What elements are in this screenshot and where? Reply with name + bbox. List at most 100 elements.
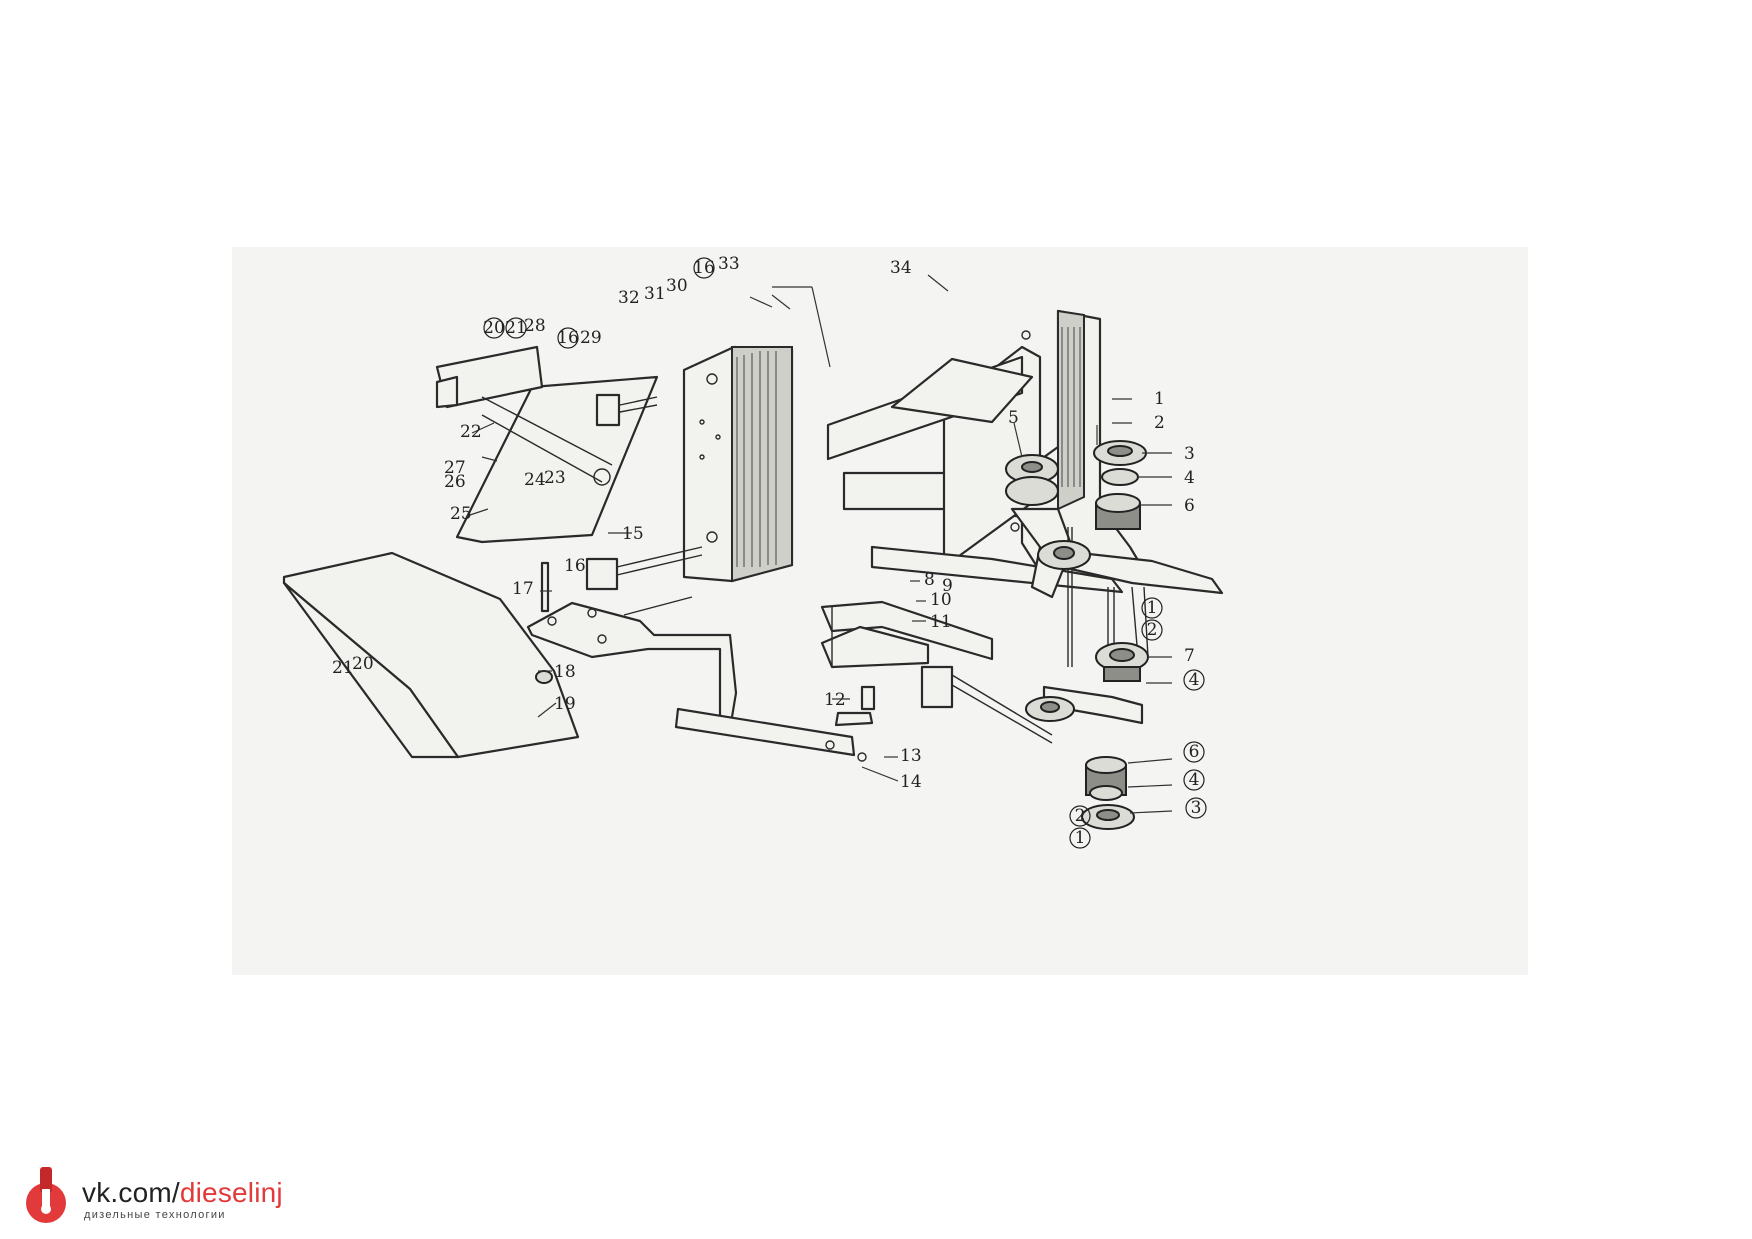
callout-c23: 23 (544, 468, 566, 488)
callout-c31: 31 (644, 284, 666, 304)
callout-label: 17 (512, 579, 534, 599)
callout-label: 12 (824, 690, 846, 710)
callout-label: 16 (693, 258, 715, 278)
callout-label: 22 (460, 422, 482, 442)
callout-c26: 26 (444, 472, 466, 492)
callout-c18: 18 (554, 662, 576, 682)
injector-logo-icon (26, 1167, 66, 1223)
callout-ring (1185, 797, 1207, 819)
callout-c16b: 16 (693, 257, 715, 279)
pedal-part (282, 551, 580, 759)
callout-label: 4 (1189, 770, 1200, 790)
callout-label: 21 (505, 318, 527, 338)
callout-c21b: 21 (505, 317, 527, 339)
callout-ring (1069, 805, 1091, 827)
callout-label: 1 (1154, 389, 1165, 409)
callout-label: 33 (718, 254, 740, 274)
callout-label: 28 (524, 316, 546, 336)
brand-url: vk.com/dieselinj (82, 1177, 283, 1209)
callout-label: 25 (450, 504, 472, 524)
callout-c1b: 1 (1141, 597, 1163, 619)
callout-label: 32 (618, 288, 640, 308)
callout-c20b: 20 (483, 317, 505, 339)
callout-label: 29 (580, 328, 602, 348)
callout-label: 26 (444, 472, 466, 492)
callout-label: 30 (666, 276, 688, 296)
callout-c7: 7 (1184, 646, 1195, 666)
callout-label: 14 (900, 772, 922, 792)
callout-label: 19 (554, 694, 576, 714)
callout-c20: 20 (352, 654, 374, 674)
callout-label: 9 (942, 576, 953, 596)
callout-c34: 34 (890, 258, 912, 278)
callout-ring (693, 257, 715, 279)
callout-ring (1141, 597, 1163, 619)
callout-ring (557, 327, 579, 349)
callout-c1: 1 (1154, 389, 1165, 409)
callout-label: 31 (644, 284, 666, 304)
callout-label: 3 (1184, 444, 1195, 464)
callout-c25: 25 (450, 504, 472, 524)
callout-c4: 4 (1184, 468, 1195, 488)
callout-c17: 17 (512, 579, 534, 599)
callout-ring (1183, 769, 1205, 791)
callout-c12: 12 (824, 690, 846, 710)
callout-label: 6 (1184, 496, 1195, 516)
brand-tagline: дизельные технологии (84, 1209, 226, 1221)
callout-c22: 22 (460, 422, 482, 442)
callout-label: 10 (930, 590, 952, 610)
callout-label: 34 (890, 258, 912, 278)
callout-c24: 24 (524, 470, 546, 490)
callout-c6b: 6 (1183, 741, 1205, 763)
callout-c19: 19 (554, 694, 576, 714)
brand-watermark[interactable]: vk.com/dieselinj дизельные технологии (18, 1163, 318, 1227)
callout-c33: 33 (718, 254, 740, 274)
callout-label: 13 (900, 746, 922, 766)
callout-label: 24 (524, 470, 546, 490)
brand-url-name: dieselinj (179, 1177, 283, 1208)
callout-label: 4 (1184, 468, 1195, 488)
callout-c4b: 4 (1183, 669, 1205, 691)
callout-label: 6 (1189, 742, 1200, 762)
bracket-plate-part (435, 345, 659, 544)
callout-c28: 28 (524, 316, 546, 336)
callout-c21: 21 (332, 658, 354, 678)
callout-label: 27 (444, 458, 466, 478)
callout-c3b: 3 (1185, 797, 1207, 819)
right-arms-part (1025, 540, 1224, 725)
side-casting-part (682, 345, 794, 583)
callout-ring (483, 317, 505, 339)
callout-label: 16 (564, 556, 586, 576)
callout-label: 18 (554, 662, 576, 682)
callout-label: 1 (1147, 598, 1158, 618)
callout-label: 4 (1189, 670, 1200, 690)
callout-label: 20 (352, 654, 374, 674)
callout-c2b: 2 (1141, 619, 1163, 641)
callout-ring (1141, 619, 1163, 641)
callout-ring (505, 317, 527, 339)
callout-c3: 3 (1184, 444, 1195, 464)
callout-c16c: 16 (557, 327, 579, 349)
callout-c30: 30 (666, 276, 688, 296)
callout-c9: 9 (942, 576, 953, 596)
callout-c8: 8 (924, 570, 935, 590)
callout-label: 2 (1075, 806, 1086, 826)
lever-plate-part (526, 546, 738, 725)
brand-url-prefix: vk.com/ (82, 1177, 180, 1208)
callout-c32: 32 (618, 288, 640, 308)
callout-label: 23 (544, 468, 566, 488)
callout-c1c: 1 (1069, 827, 1091, 849)
callout-c2c: 2 (1069, 805, 1091, 827)
callout-ring (1183, 741, 1205, 763)
callout-label: 5 (1008, 408, 1019, 428)
callout-c13: 13 (900, 746, 922, 766)
callout-label: 16 (557, 328, 579, 348)
callout-label: 1 (1075, 828, 1086, 848)
callout-label: 3 (1191, 798, 1202, 818)
callout-c27: 27 (444, 458, 466, 478)
callout-ring (1183, 669, 1205, 691)
callout-c16: 16 (564, 556, 586, 576)
lower-bearing-stacks (1081, 642, 1149, 830)
